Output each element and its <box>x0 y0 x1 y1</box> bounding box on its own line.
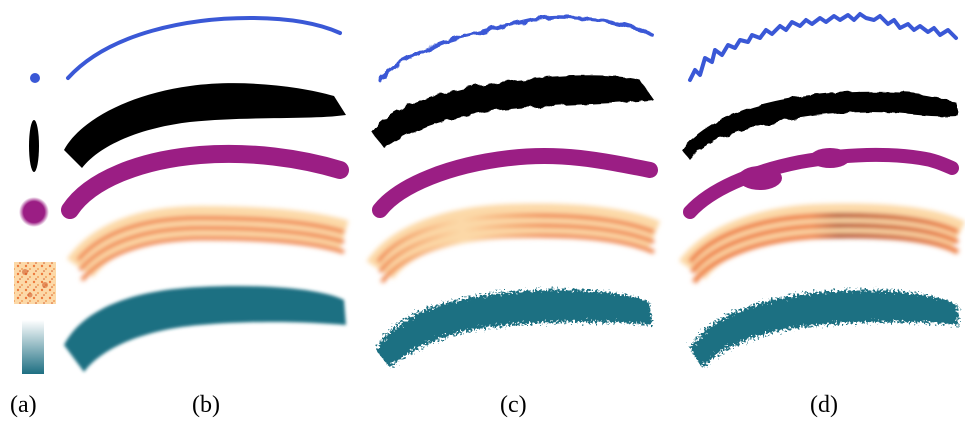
stroke-d-purple-band <box>683 147 959 219</box>
stroke-d-thin-line <box>688 12 958 82</box>
stroke-d-black-band <box>682 91 958 160</box>
stroke-c-orange-striped-band <box>366 203 661 284</box>
gradient-bar-tip <box>22 320 44 374</box>
stroke-b-black-band <box>64 83 346 168</box>
stroke-b-orange-striped-band <box>66 205 349 282</box>
stroke-c-teal-band <box>376 289 652 368</box>
panel-label-c: (c) <box>500 392 527 418</box>
stroke-d-orange-striped-band <box>678 203 965 284</box>
vertical-ellipse-tip <box>29 120 39 172</box>
panel-label-d: (d) <box>810 392 838 418</box>
stroke-b-purple-band <box>61 144 349 219</box>
small-dot-tip <box>30 73 40 83</box>
brush-tips-column <box>14 73 56 374</box>
stroke-b-thin-line <box>66 15 342 80</box>
stroke-c-thin-line <box>378 14 654 82</box>
stroke-c-purple-band <box>372 147 658 218</box>
strokes-column-jittered <box>366 14 661 368</box>
stroke-c-black-band <box>372 75 654 148</box>
strokes-column-highly-jittered <box>678 12 965 368</box>
panel-label-b: (b) <box>192 392 220 418</box>
soft-disc-tip <box>19 197 49 227</box>
stroke-b-teal-band <box>64 286 346 372</box>
stroke-d-teal-band <box>690 290 958 368</box>
panel-label-a: (a) <box>10 392 37 418</box>
speckled-texture-tip <box>14 262 56 304</box>
strokes-column-smooth <box>61 15 349 372</box>
